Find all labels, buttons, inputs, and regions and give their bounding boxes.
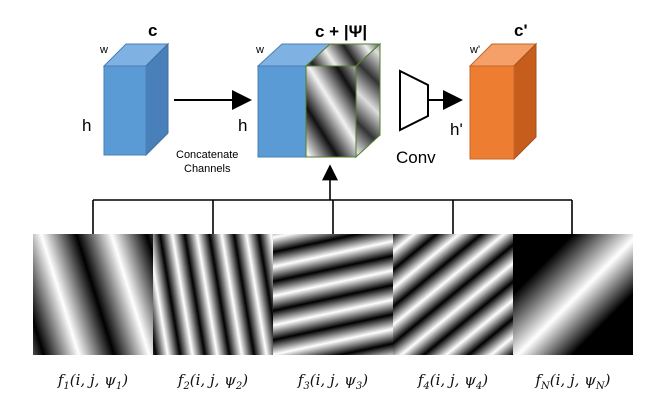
filter-caption-2: f2(i, j, ψ2) (177, 371, 249, 392)
concat-block (256, 42, 382, 159)
output-height-label: h' (450, 120, 463, 139)
input-channel-label: c (148, 21, 157, 40)
concat-channel-label: c + |Ψ| (315, 22, 367, 41)
filter-caption-N: fN(i, j, ψN) (535, 371, 611, 392)
gabor-filter-1-icon (33, 234, 153, 355)
concat-width-label: w (255, 44, 264, 56)
input-width-label: w (99, 44, 108, 56)
gabor-filter-N-icon (513, 234, 633, 355)
output-width-label: w' (469, 44, 480, 56)
concat-label-line2: Channels (184, 163, 231, 175)
input-height-label: h (82, 116, 91, 135)
gabor-filter-3-icon (273, 234, 393, 355)
gabor-filter-4-icon (393, 234, 513, 355)
conv-label: Conv (396, 148, 436, 167)
concat-label-line1: Concatenate (176, 149, 238, 161)
filter-caption-1: f1(i, j, ψ1) (57, 371, 129, 392)
filter-caption-3: f3(i, j, ψ3) (297, 371, 369, 392)
gabor-filter-2-icon (153, 234, 273, 355)
filter-caption-4: f4(i, j, ψ4) (417, 371, 489, 392)
filter-connector (92, 164, 573, 236)
output-channel-label: c' (514, 21, 528, 40)
input-block (102, 42, 170, 157)
output-block (468, 42, 538, 161)
conv-layer-shape (399, 69, 429, 132)
concat-height-label: h (238, 116, 247, 135)
